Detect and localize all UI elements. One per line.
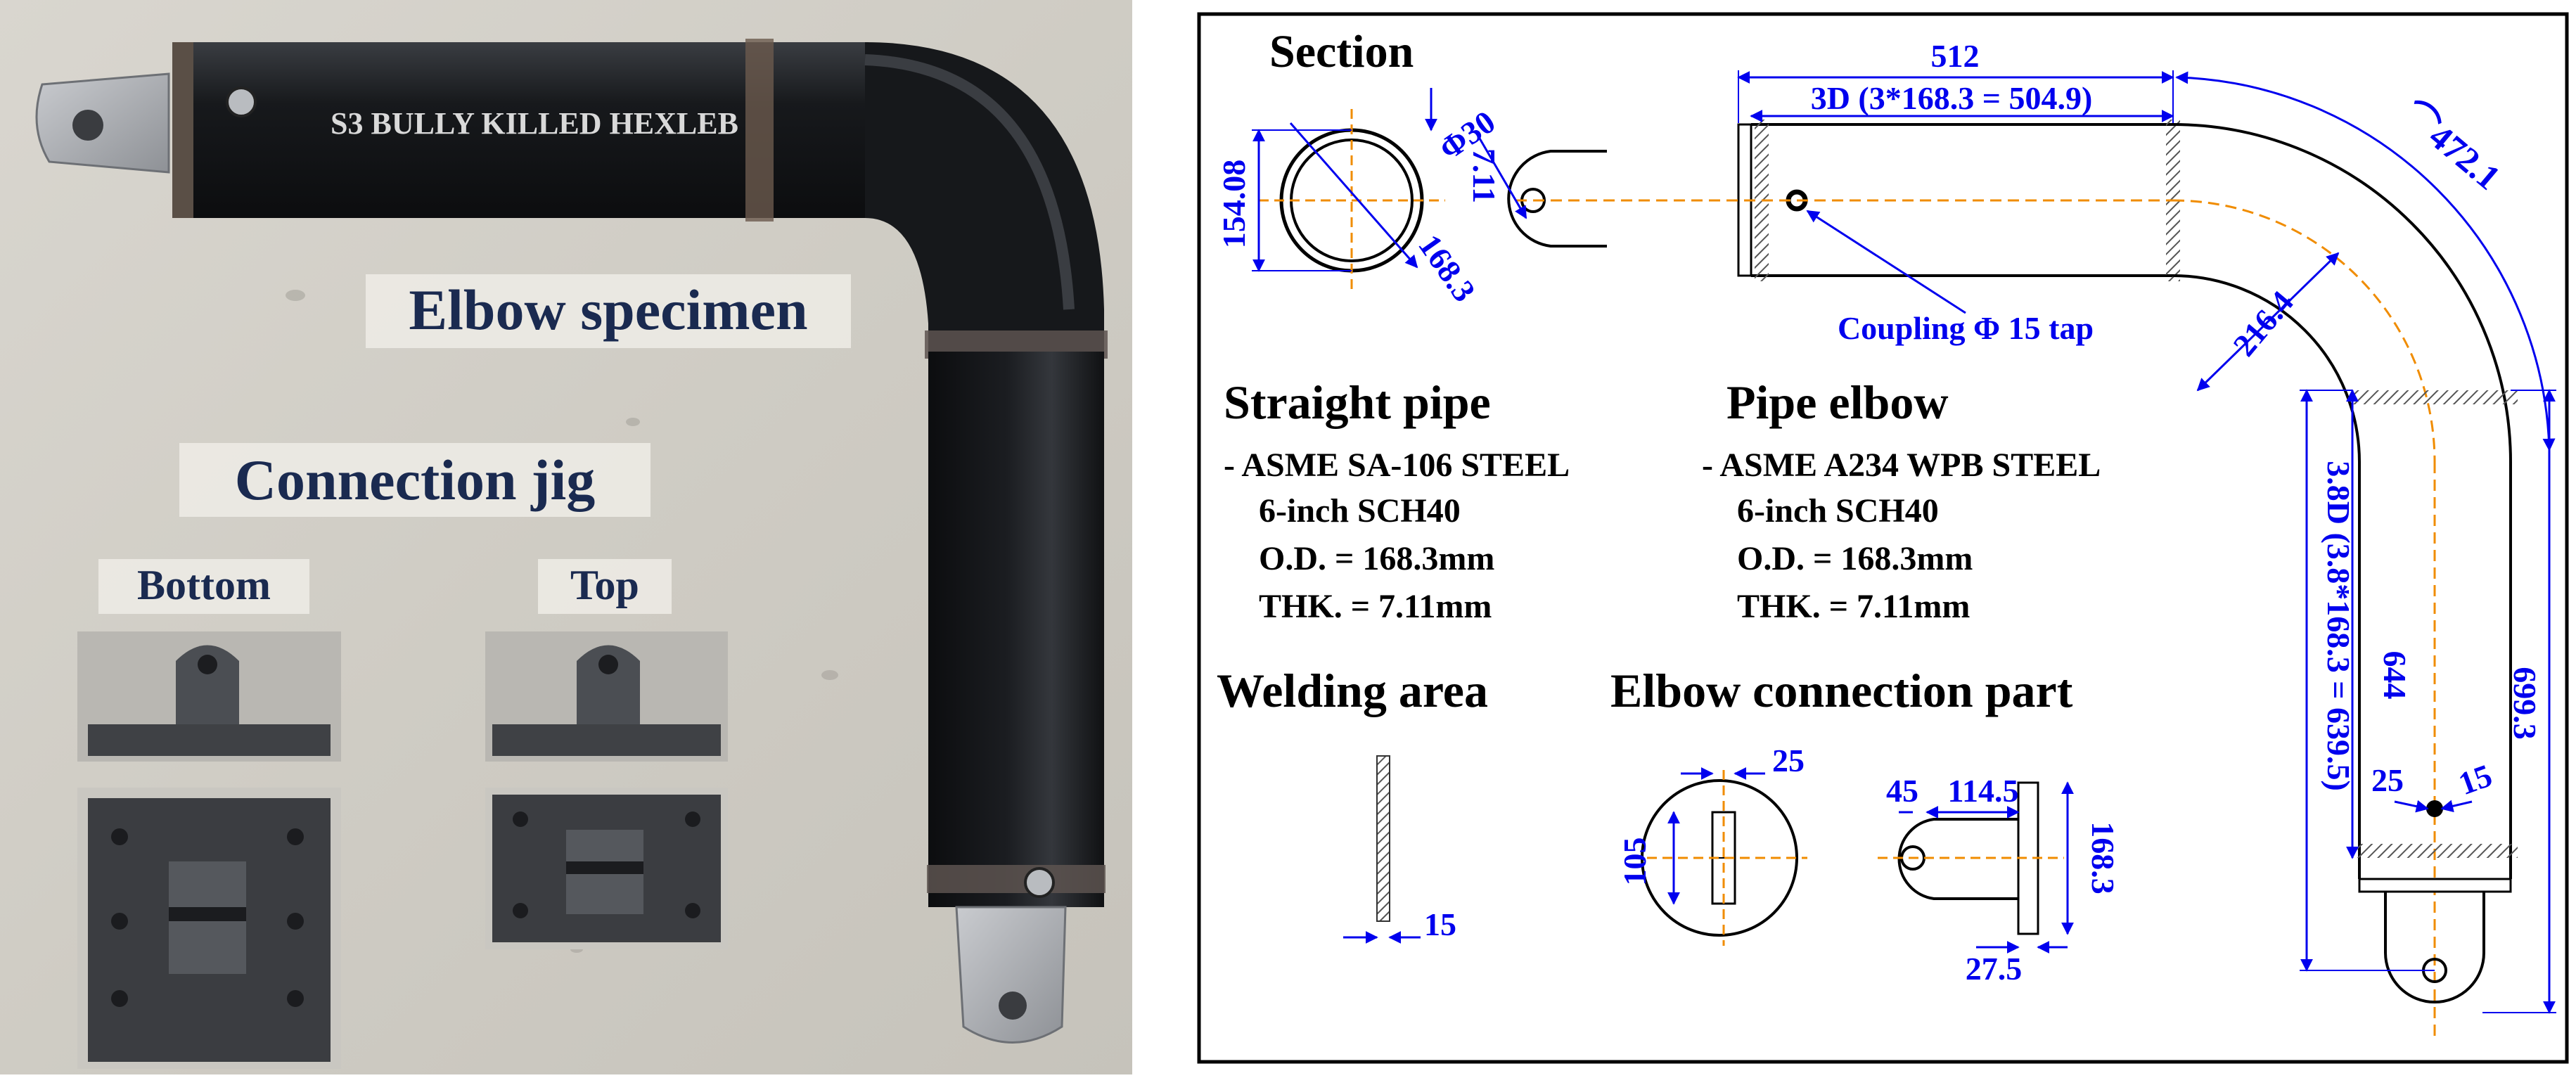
straight-pipe-spec-2: 6-inch SCH40	[1259, 492, 1461, 530]
bottom-label: Bottom	[137, 562, 271, 608]
straight-pipe-spec-4: THK. = 7.11mm	[1259, 588, 1492, 625]
section-title: Section	[1269, 26, 1414, 77]
conn-dim-27-5: 27.5	[1966, 951, 2023, 987]
conn-dim-45: 45	[1886, 773, 1918, 809]
dim-154-08: 154.08	[1216, 160, 1252, 249]
top-dimensions	[1475, 70, 2556, 451]
coupling-label: Coupling Φ 15 tap	[1838, 310, 2094, 346]
pipe-elbow	[865, 42, 1104, 352]
straight-pipe-title: Straight pipe	[1224, 376, 1491, 429]
pipe-elbow-spec-3: O.D. = 168.3mm	[1737, 540, 1973, 577]
top-jig-plate	[485, 788, 728, 949]
dim-644: 644	[2377, 651, 2413, 700]
photo-panel: S3 BULLY KILLED HEXLEB Elbow specimen Co…	[0, 0, 1132, 1074]
drawing-panel: Section 154.08 7.11 168.3	[1196, 11, 2570, 1065]
vertical-pipe	[928, 352, 1104, 907]
dim-3d: 3D (3*168.3 = 504.9)	[1811, 80, 2093, 116]
vertical-dimensions	[2300, 389, 2556, 1014]
elbow-specimen-label: Elbow specimen	[409, 278, 807, 342]
top-jig-side	[485, 631, 728, 762]
pipe-elbow-spec-2: 6-inch SCH40	[1737, 492, 1939, 530]
pipe-elbow-spec-1: - ASME A234 WPB STEEL	[1702, 447, 2101, 484]
conn-dim-25: 25	[1772, 743, 1805, 778]
pipe-marking: S3 BULLY KILLED HEXLEB	[331, 106, 738, 141]
connection-part-views	[1632, 767, 2074, 954]
pipe-elbow-spec-4: THK. = 7.11mm	[1737, 588, 1970, 625]
bottom-jig-side	[77, 631, 341, 762]
weld-dim-15: 15	[1424, 906, 1456, 942]
conn-dim-105: 105	[1617, 838, 1653, 886]
pipe-elbow-title: Pipe elbow	[1726, 376, 1948, 429]
conn-dim-168-3: 168.3	[2085, 821, 2121, 894]
connection-jig-label: Connection jig	[235, 448, 596, 512]
bottom-tab	[955, 906, 1067, 1044]
photo-illustration: S3 BULLY KILLED HEXLEB Elbow specimen Co…	[0, 0, 1132, 1074]
engineering-drawing: Section 154.08 7.11 168.3	[1197, 12, 2569, 1064]
straight-pipe-spec-1: - ASME SA-106 STEEL	[1224, 447, 1570, 484]
welding-area-title: Welding area	[1217, 664, 1488, 717]
dim-25-vertical: 25	[2371, 762, 2404, 798]
elbow-connection-title: Elbow connection part	[1610, 664, 2073, 717]
section-view	[1252, 88, 1445, 292]
dim-3-8d: 3.8D (3.8*168.3 = 639.5)	[2321, 461, 2357, 791]
straight-pipe-spec-3: O.D. = 168.3mm	[1259, 540, 1494, 577]
top-label: Top	[570, 562, 639, 608]
dim-7-11: 7.11	[1466, 148, 1502, 203]
left-tab	[35, 72, 170, 174]
dim-512: 512	[1931, 38, 1980, 74]
bottom-jig-plate	[77, 788, 341, 1069]
conn-dim-114-5: 114.5	[1948, 773, 2019, 809]
weld-bead	[1343, 755, 1421, 944]
dim-699-3: 699.3	[2507, 667, 2543, 740]
